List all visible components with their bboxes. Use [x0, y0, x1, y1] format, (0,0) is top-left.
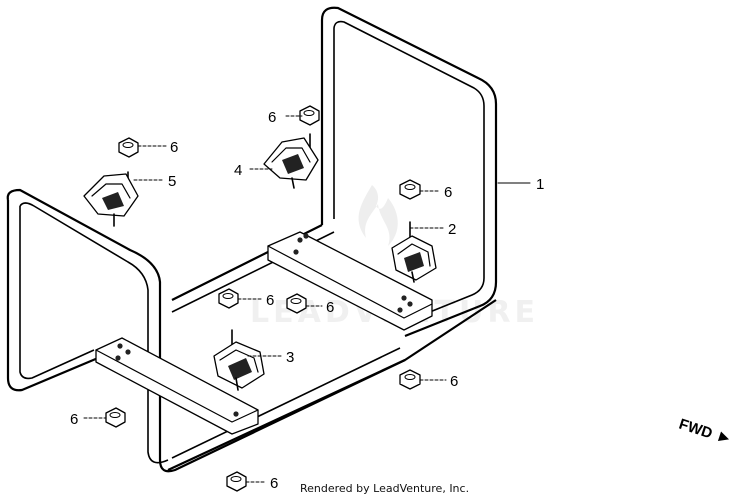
callout-6-center-b: 6: [326, 299, 334, 316]
frame-left-loop-inner: [19, 202, 169, 464]
frame: [6, 6, 498, 473]
callout-6-center-a: 6: [266, 292, 274, 309]
frame-front-rail-inner: [171, 347, 401, 459]
frame-left-lower-outer: [6, 200, 99, 392]
callout-6-right: 6: [444, 184, 452, 201]
mount-rear-top: [263, 133, 319, 189]
mount-left: [83, 171, 139, 227]
callout-2: 2: [448, 221, 456, 238]
nut-center-a: [218, 288, 239, 309]
nut-left: [118, 137, 139, 158]
nut-bottom-left: [105, 407, 126, 428]
mount-front-center: [213, 329, 265, 391]
frame-front-rail: [167, 299, 497, 471]
fwd-indicator: FWD: [677, 416, 730, 443]
watermark-flame-icon: [358, 185, 398, 246]
callout-6-front-right: 6: [450, 373, 458, 390]
frame-right-loop-outer: [320, 6, 498, 338]
callout-4: 4: [234, 162, 242, 179]
callout-6-top: 6: [268, 109, 276, 126]
leader-lines: [83, 115, 531, 483]
nut-top: [299, 105, 320, 126]
frame-left-lower-inner: [19, 206, 95, 380]
nut-front-right: [399, 369, 421, 390]
callout-6-bottom-left: 6: [70, 411, 78, 428]
callout-6-left: 6: [170, 139, 178, 156]
callout-labels: 1 2 3 4 5 6 6 6 6 6 6 6 6: [70, 109, 544, 492]
rear-cross-member: [267, 231, 433, 331]
footer-credit: Rendered by LeadVenture, Inc.: [300, 482, 470, 495]
nut-center-b: [286, 293, 307, 314]
frame-right-loop-inner: [333, 20, 485, 323]
callout-1: 1: [536, 176, 544, 193]
nut-bottom-center: [226, 471, 247, 492]
nut-right: [399, 179, 421, 200]
mount-rear-right: [391, 221, 437, 283]
callout-6-bottom-center: 6: [270, 475, 278, 492]
callout-5: 5: [168, 173, 176, 190]
callout-3: 3: [286, 349, 294, 366]
fwd-arrow-icon: [717, 431, 730, 441]
fwd-label: FWD: [677, 416, 715, 443]
frame-left-loop-outer: [6, 188, 406, 473]
front-cross-member: [95, 337, 259, 435]
